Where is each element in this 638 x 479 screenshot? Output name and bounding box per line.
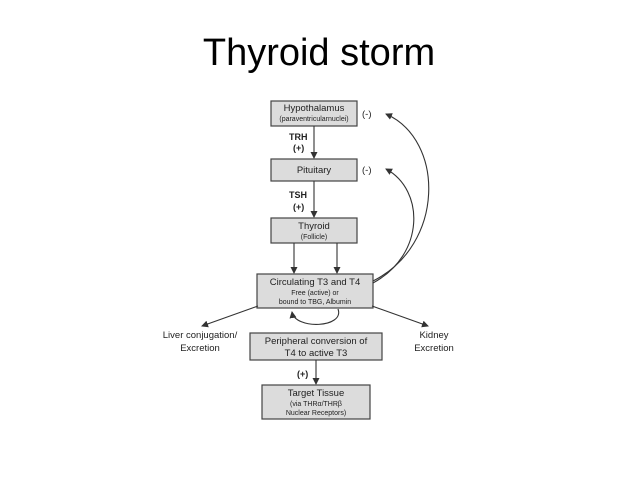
kidney-arrow [371,305,429,328]
tsh-label: TSH [289,190,307,200]
target-tissue-title: Target Tissue [288,388,345,399]
liver-label-line2: Excretion [180,343,220,354]
target-tissue-box: Target Tissue (via THRα/THRβ Nuclear Rec… [261,384,371,420]
circulating-title: Circulating T3 and T4 [270,277,360,288]
peripheral-conversion-line2: T4 to active T3 [285,348,348,359]
target-tissue-line2: (via THRα/THRβ [290,401,342,408]
hypothalamus-feedback-label: (-) [362,109,372,120]
thyroid-subtitle: (Follicle) [301,234,327,241]
circulating-line3: bound to TBG, Albumin [279,299,351,306]
pituitary-title: Pituitary [297,165,332,176]
liver-arrow [201,305,259,328]
thyroid-title: Thyroid [298,221,330,232]
kidney-label-line1: Kidney [419,330,448,341]
trh-effect-label: (+) [293,143,304,153]
tsh-effect-label: (+) [293,202,304,212]
peripheral-conversion-line1: Peripheral conversion of [265,336,368,347]
slide-title: Thyroid storm [202,32,436,74]
pituitary-box: Pituitary [270,158,358,182]
feedback-curve-hypothalamus [372,113,430,282]
trh-label: TRH [289,132,308,142]
pituitary-feedback-label: (-) [362,165,372,176]
target-effect-label: (+) [297,369,308,379]
circulating-box: Circulating T3 and T4 Free (active) or b… [256,273,374,309]
thyroid-box: Thyroid (Follicle) [270,217,358,244]
hypothalamus-box: Hypothalamus (paraventricularnuclei) [270,100,358,127]
kidney-label-line2: Excretion [414,343,454,354]
peripheral-conversion-box: Peripheral conversion of T4 to active T3 [249,332,383,361]
target-tissue-line3: Nuclear Receptors) [286,410,346,417]
feedback-curve-pituitary [372,168,415,284]
hypothalamus-title: Hypothalamus [284,103,345,114]
liver-label-line1: Liver conjugation/ [163,330,238,341]
conversion-loop-arrow [289,308,340,325]
hypothalamus-subtitle: (paraventricularnuclei) [279,116,348,123]
circulating-line2: Free (active) or [291,290,339,297]
